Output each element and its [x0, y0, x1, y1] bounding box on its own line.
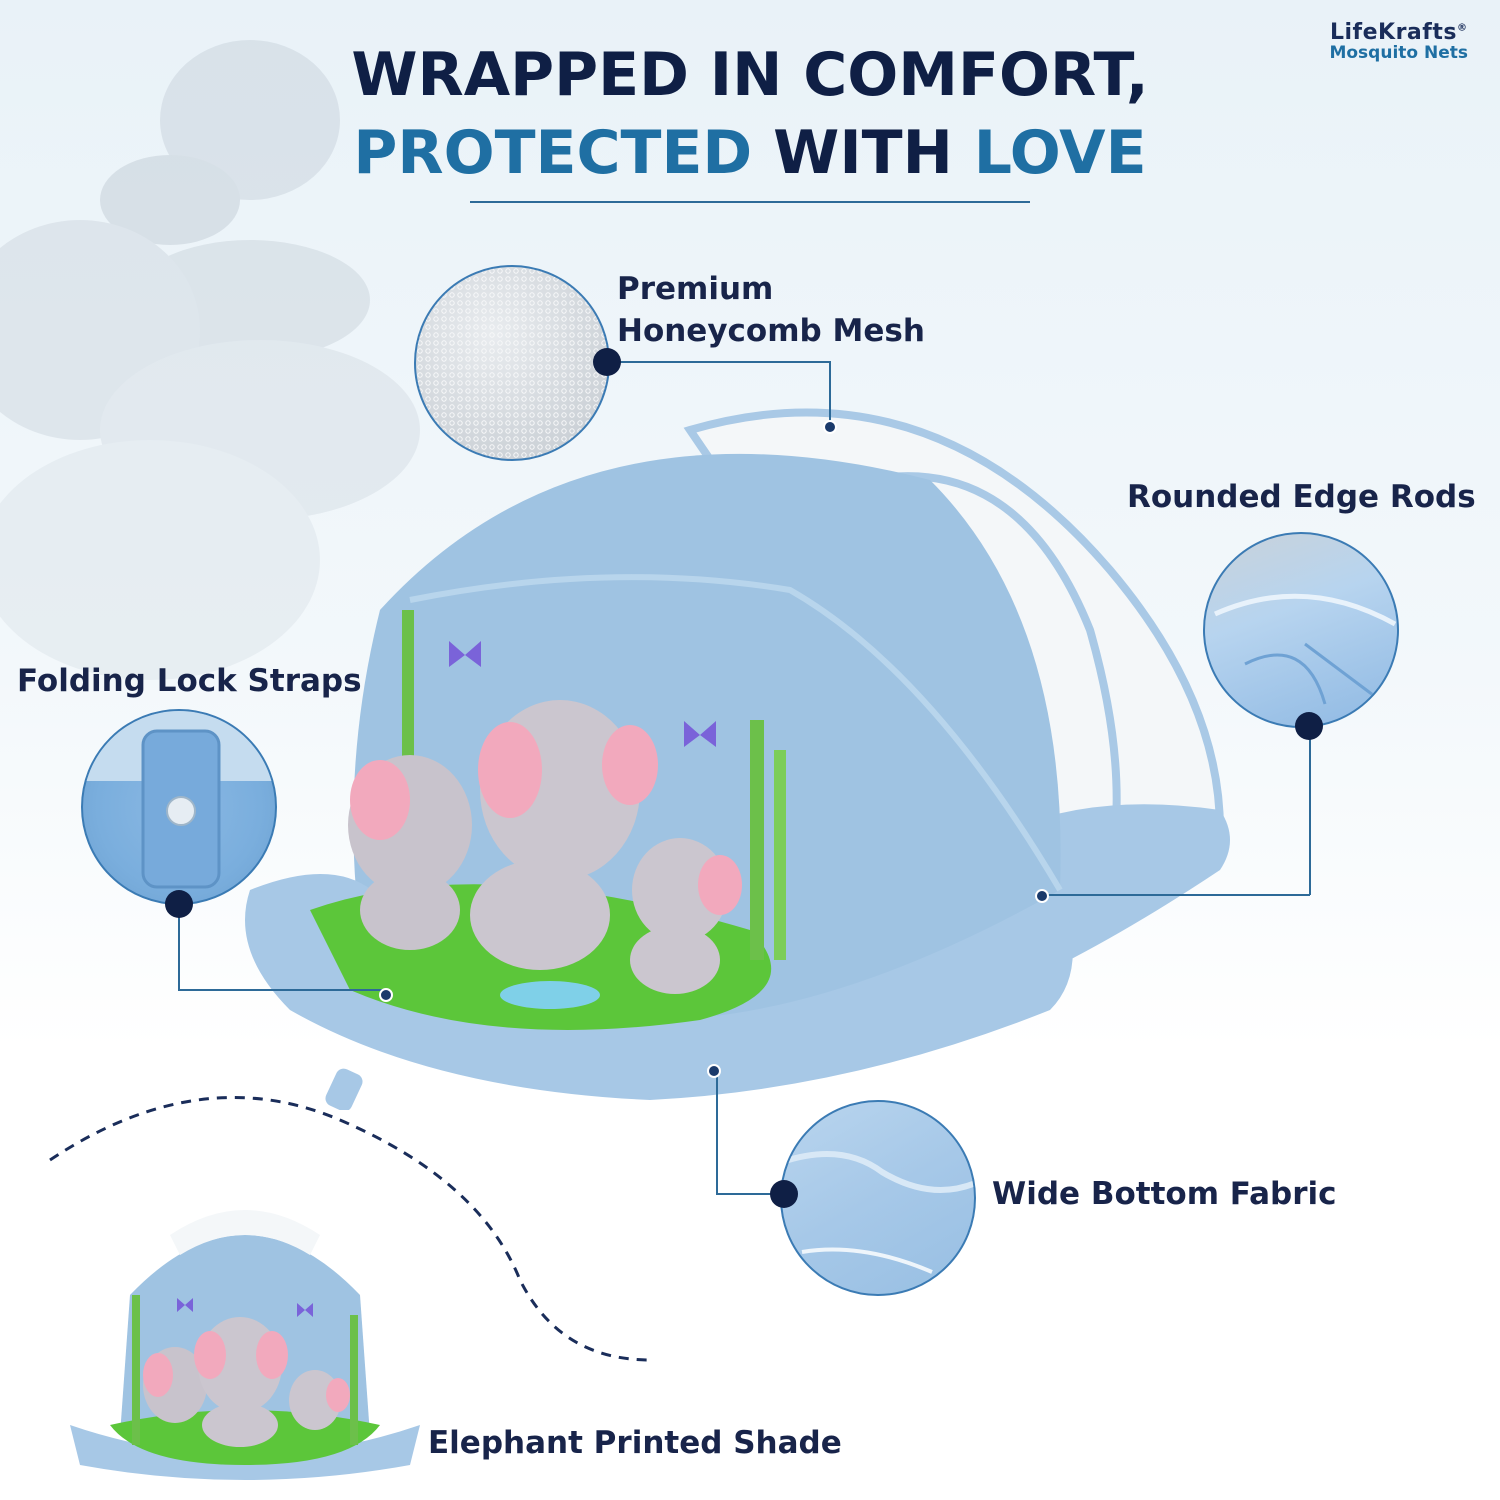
connector-straps-v [178, 904, 180, 990]
fabric-fold-pattern [782, 1151, 974, 1274]
label-rounded-edge-rods: Rounded Edge Rods [1127, 479, 1476, 515]
headline-divider [470, 201, 1030, 203]
marker-mesh [823, 420, 837, 434]
brand-name: LifeKrafts [1329, 20, 1457, 45]
connector-rods-h [1042, 894, 1310, 896]
folding-lock-straps-closeup-image [81, 709, 277, 905]
rounded-edge-rods-closeup-image [1203, 532, 1399, 728]
registered-mark: ® [1456, 22, 1468, 34]
connector-mesh-h [608, 361, 830, 363]
marker-fabric [707, 1064, 721, 1078]
brand-tagline: Mosquito Nets [1329, 43, 1468, 63]
connector-straps-h [178, 989, 386, 991]
marker-straps [379, 988, 393, 1002]
label-premium-honeycomb-mesh: Premium Honeycomb Mesh [617, 268, 925, 352]
connector-rods-v [1309, 725, 1311, 895]
rods-fold-pattern [1213, 593, 1397, 706]
headline: WRAPPED IN COMFORT, PROTECTED WITH LOVE [0, 36, 1500, 192]
label-folding-lock-straps: Folding Lock Straps [17, 663, 362, 699]
headline-accent-protected: PROTECTED [353, 118, 753, 188]
connector-fabric-v [716, 1071, 718, 1194]
headline-accent-love: LOVE [973, 118, 1147, 188]
label-mesh-line-2: Honeycomb Mesh [617, 313, 925, 349]
strap-pattern [83, 711, 275, 889]
callout-dot-fabric [770, 1180, 798, 1208]
headline-with: WITH [773, 118, 953, 188]
background-parent-baby-image [0, 40, 420, 680]
headline-line-2: PROTECTED WITH LOVE [0, 114, 1500, 192]
wide-bottom-fabric-closeup-image [780, 1100, 976, 1296]
mesh-pattern [416, 267, 608, 459]
label-wide-bottom-fabric: Wide Bottom Fabric [992, 1176, 1337, 1212]
honeycomb-mesh-closeup-image [414, 265, 610, 461]
brand-logo: LifeKrafts® Mosquito Nets [1329, 20, 1468, 63]
connector-mesh-v [829, 361, 831, 427]
marker-rods [1035, 889, 1049, 903]
callout-dot-mesh [593, 348, 621, 376]
callout-dot-rods [1295, 712, 1323, 740]
headline-line-1: WRAPPED IN COMFORT, [351, 40, 1149, 110]
connector-fabric-h [716, 1193, 784, 1195]
dashed-arc-decoration [49, 1096, 651, 1362]
label-mesh-line-1: Premium [617, 271, 774, 307]
baby-mosquito-net-tent-image [245, 408, 1230, 1110]
callout-dot-straps [165, 890, 193, 918]
elephant-printed-shade-front-view-image [70, 1210, 420, 1480]
label-elephant-printed-shade: Elephant Printed Shade [428, 1425, 842, 1461]
